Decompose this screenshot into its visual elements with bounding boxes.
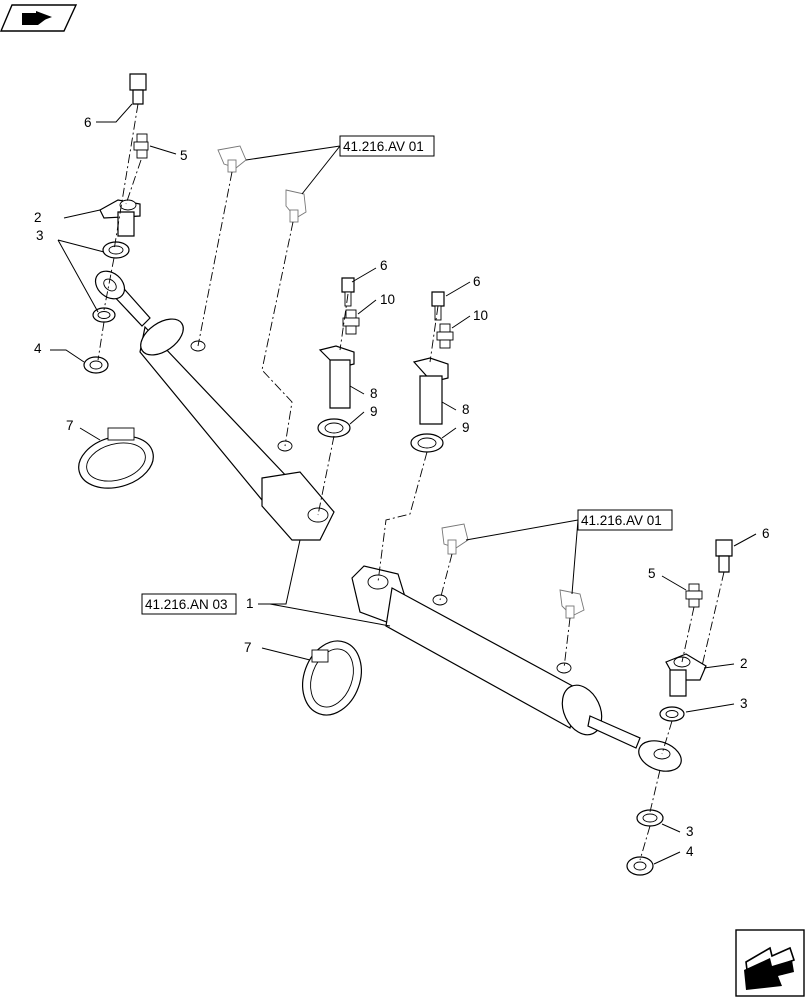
callout-5: 5 (180, 148, 188, 163)
left-hydraulic-cylinder (94, 270, 335, 541)
svg-text:41.216.AV 01: 41.216.AV 01 (581, 513, 662, 528)
callout-8: 8 (370, 386, 378, 401)
callout-6: 6 (762, 526, 770, 541)
callout-6: 6 (84, 115, 92, 130)
callout-8: 8 (462, 402, 470, 417)
callout-4: 4 (686, 844, 694, 859)
reference-av-right[interactable]: 41.216.AV 01 (577, 509, 673, 531)
callout-9: 9 (370, 404, 378, 419)
reference-av-top[interactable]: 41.216.AV 01 (339, 135, 435, 157)
leader-av-top-2 (301, 145, 341, 195)
callout-4: 4 (34, 341, 42, 356)
callout-3: 3 (686, 824, 694, 839)
leader-av-right-2 (571, 519, 579, 595)
callout-9: 9 (462, 420, 470, 435)
callout-5: 5 (648, 566, 656, 581)
next-page-arrow-icon[interactable] (735, 929, 805, 997)
pin-set-right (410, 291, 454, 453)
parts-catalog-icon[interactable] (0, 4, 78, 32)
callout-2: 2 (34, 210, 42, 225)
callout-6: 6 (473, 274, 481, 289)
right-hardware (302, 539, 733, 876)
svg-text:41.216.AN 03: 41.216.AN 03 (145, 597, 228, 612)
callout-leaders (50, 103, 757, 865)
leader-av-right-1 (465, 519, 579, 541)
left-elbow-fittings-reference (217, 145, 585, 619)
callout-7: 7 (244, 640, 252, 655)
pin-set-left (317, 277, 360, 438)
callout-1: 1 (246, 596, 254, 611)
reference-an[interactable]: 41.216.AN 03 (141, 593, 237, 615)
callout-3: 3 (36, 228, 44, 243)
callout-labels: 6 5 2 3 4 7 6 10 8 9 6 10 8 9 1 7 6 5 2 … (34, 115, 770, 859)
svg-text:41.216.AV 01: 41.216.AV 01 (343, 139, 424, 154)
callout-10: 10 (473, 308, 488, 323)
callout-6: 6 (380, 258, 388, 273)
callout-2: 2 (740, 656, 748, 671)
leader-item1-left (258, 539, 301, 605)
leader-av-top-1 (245, 145, 341, 161)
callout-7: 7 (66, 418, 74, 433)
callout-3: 3 (740, 696, 748, 711)
left-top-hardware (78, 73, 154, 489)
leader-item1-right (269, 603, 391, 627)
right-hydraulic-cylinder (351, 565, 682, 772)
callout-10: 10 (380, 292, 395, 307)
assembly-center-lines (97, 103, 725, 861)
